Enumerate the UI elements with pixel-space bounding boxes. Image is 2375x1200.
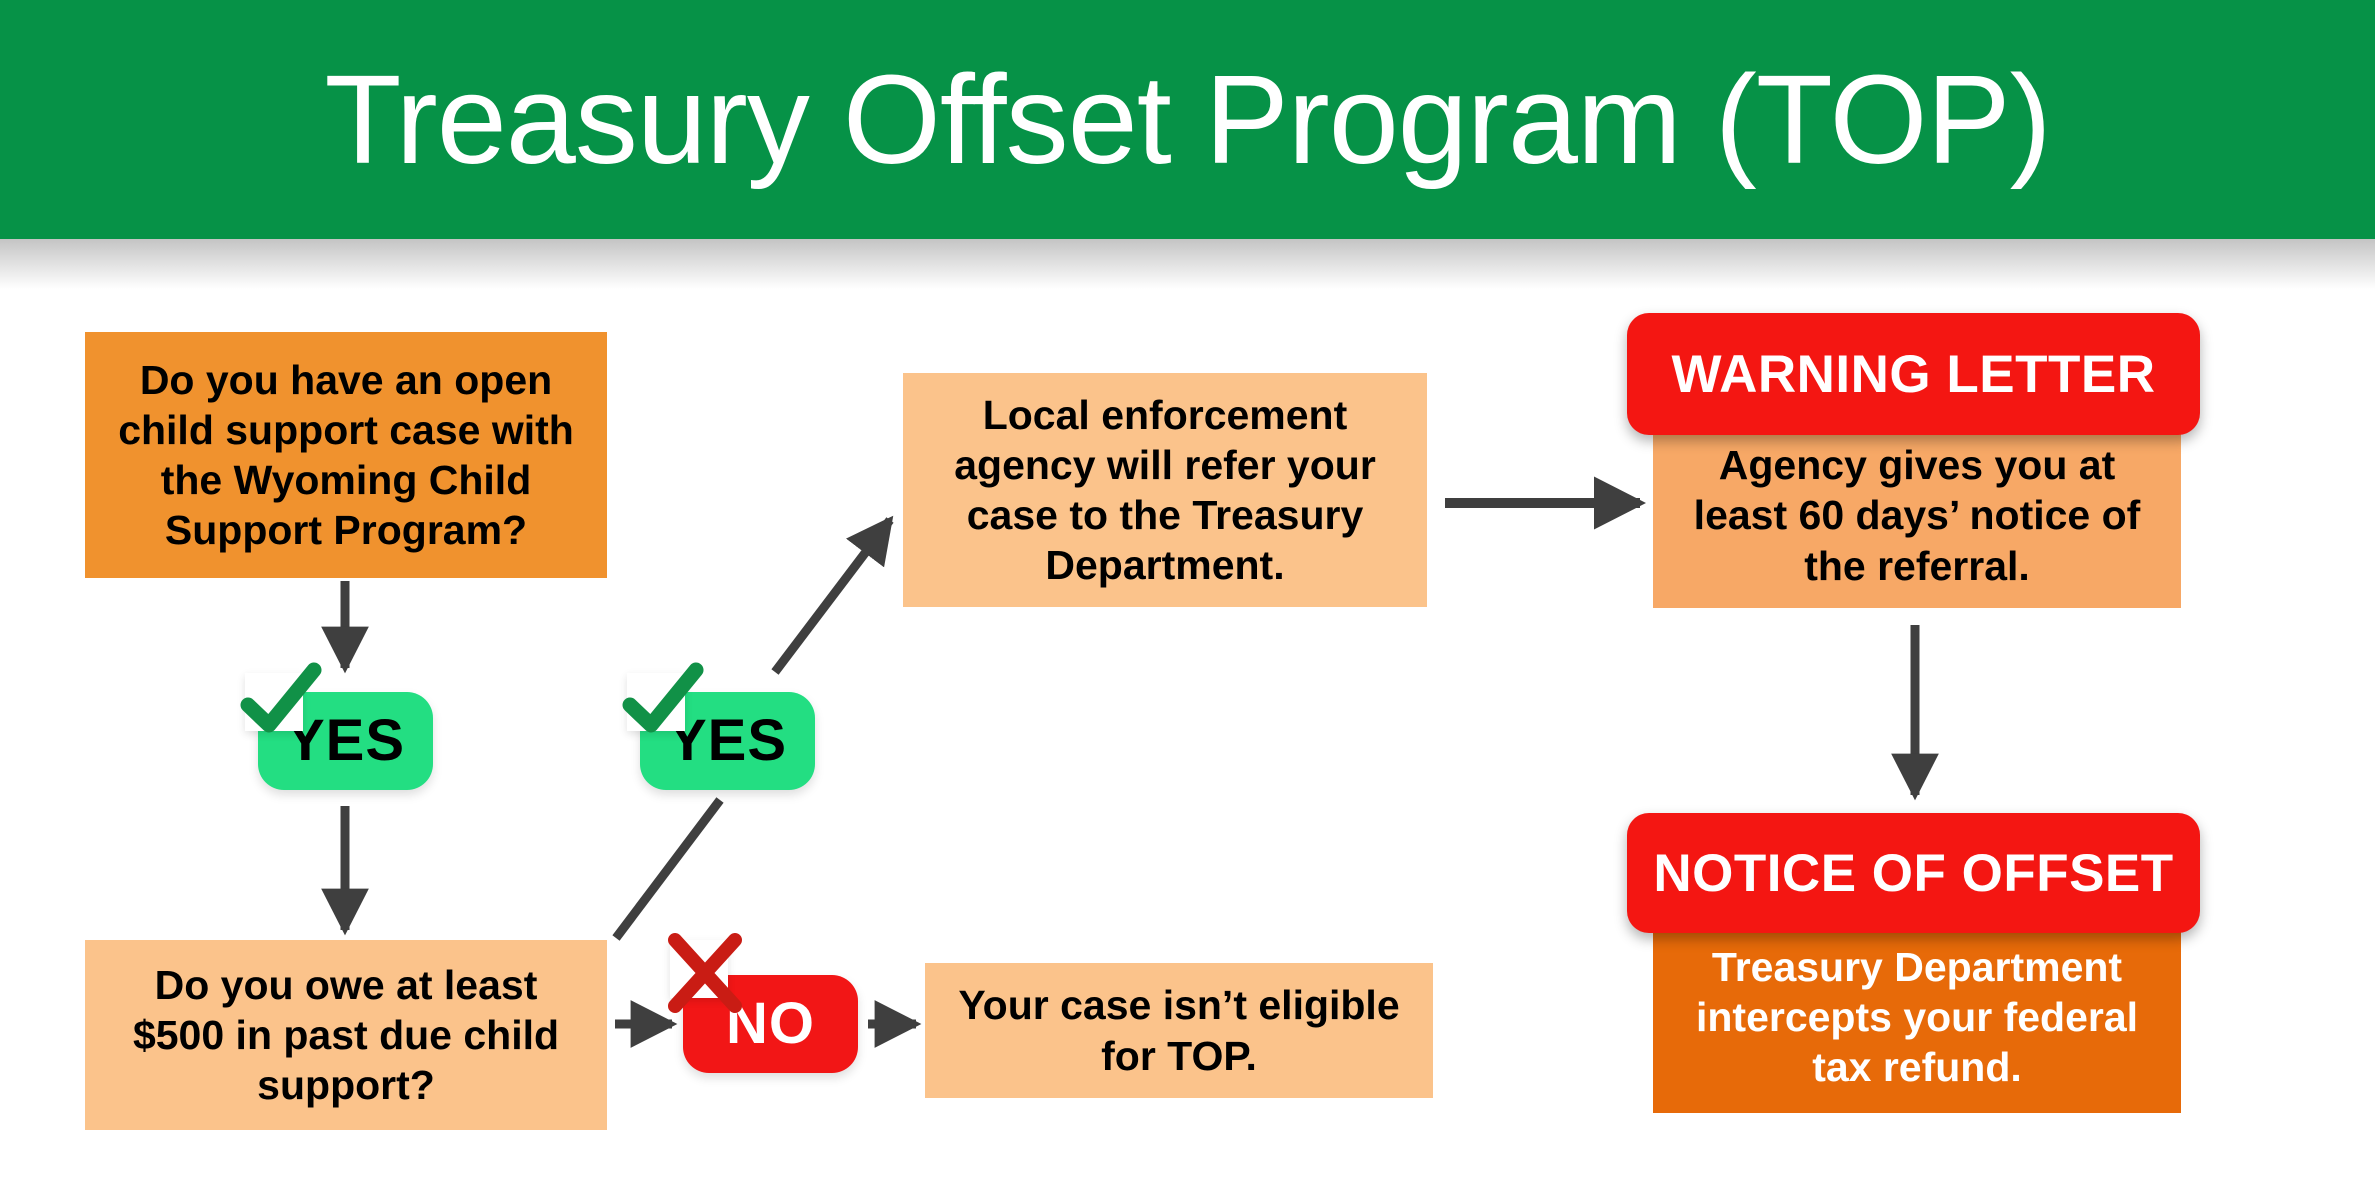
yes-badge-owe-500-label: YES: [667, 708, 788, 773]
yes-badge-owe-500: YES: [640, 692, 815, 790]
notice-of-offset-body-text: Treasury Department intercepts your fede…: [1695, 943, 2139, 1090]
warning-letter-body: Agency gives you at least 60 days’ notic…: [1653, 423, 2181, 608]
not-eligible-text: Your case isn’t eligible for TOP.: [958, 982, 1400, 1079]
cross-mark-icon: [668, 933, 742, 1013]
open-case-question-text: Do you have an open child support case w…: [118, 356, 574, 554]
notice-of-offset-banner-label: NOTICE OF OFFSET: [1653, 843, 2174, 903]
owe-past-due-question-box: Do you owe at least $500 in past due chi…: [85, 940, 607, 1130]
notice-of-offset-box: Treasury Department intercepts your fede…: [1627, 813, 2207, 1113]
check-mark-icon: [240, 662, 322, 733]
header-bar: Treasury Offset Program (TOP): [0, 0, 2375, 239]
warning-letter-body-text: Agency gives you at least 60 days’ notic…: [1693, 442, 2141, 589]
arrow-yes-to-local-agency: [771, 515, 894, 675]
yes-badge-open-case-label: YES: [285, 708, 406, 773]
yes-badge-open-case: YES: [258, 692, 433, 790]
page-title: Treasury Offset Program (TOP): [324, 48, 2051, 190]
warning-letter-box: Agency gives you at least 60 days’ notic…: [1627, 313, 2207, 608]
local-agency-text: Local enforcement agency will refer your…: [954, 391, 1376, 589]
local-agency-referral-box: Local enforcement agency will refer your…: [903, 373, 1427, 607]
notice-of-offset-body: Treasury Department intercepts your fede…: [1653, 921, 2181, 1113]
notice-of-offset-banner: NOTICE OF OFFSET: [1627, 813, 2200, 933]
open-child-support-case-question-box: Do you have an open child support case w…: [85, 332, 607, 578]
check-mark-icon: [622, 662, 704, 733]
header-shadow: [0, 239, 2375, 289]
not-eligible-outcome-box: Your case isn’t eligible for TOP.: [925, 963, 1433, 1098]
warning-letter-banner-label: WARNING LETTER: [1671, 344, 2156, 404]
arrow-owe-question-to-yes: [612, 797, 724, 941]
owe-question-text: Do you owe at least $500 in past due chi…: [132, 961, 560, 1108]
warning-letter-banner: WARNING LETTER: [1627, 313, 2200, 435]
